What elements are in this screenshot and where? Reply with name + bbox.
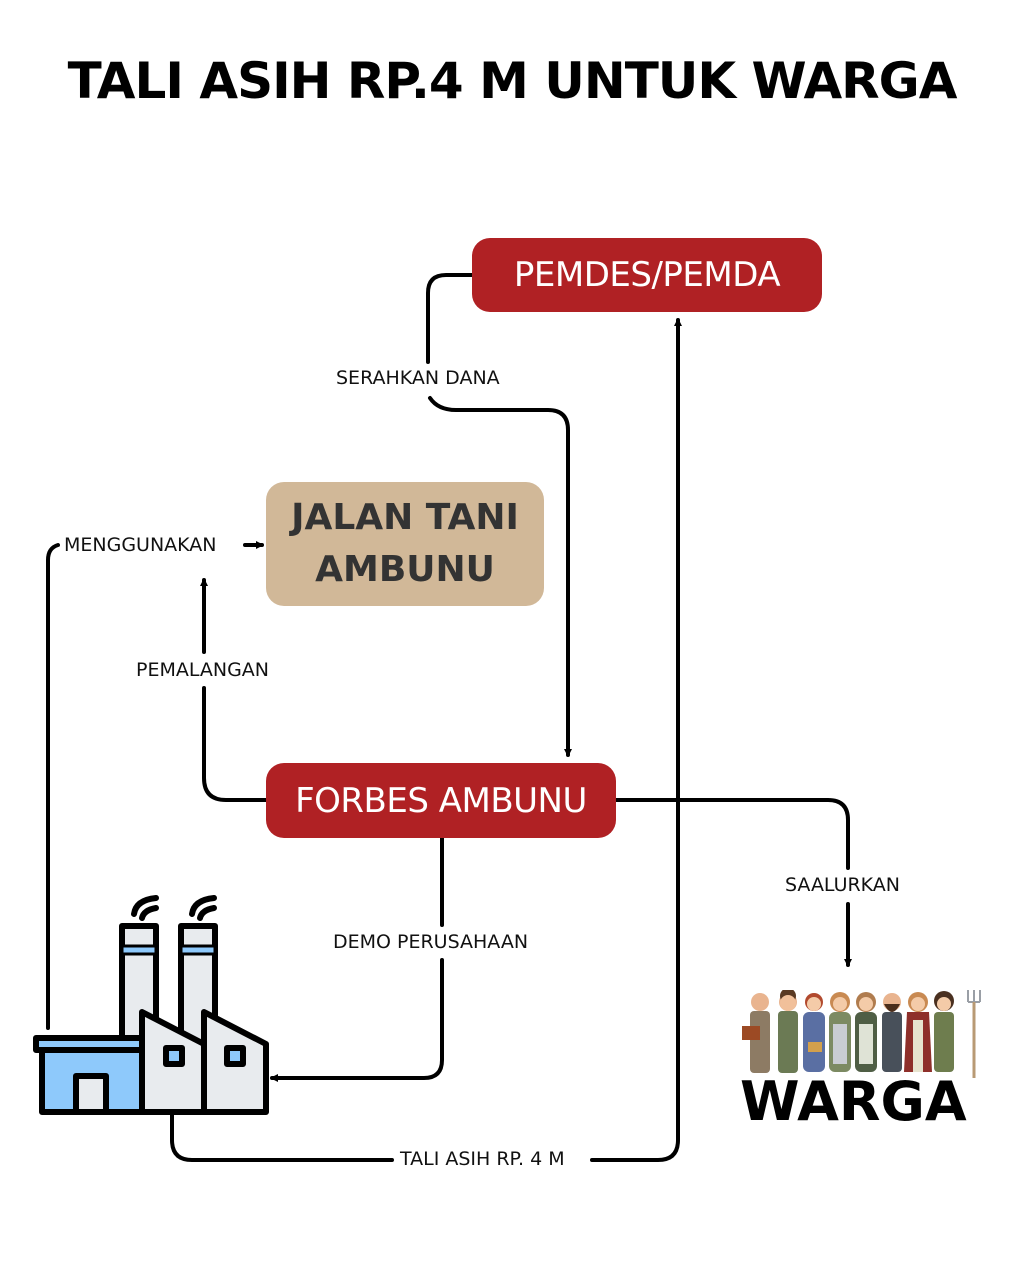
edge-menggunakan <box>46 543 60 1030</box>
villager-figures <box>742 990 981 1078</box>
edge-label-pemalangan: PEMALANGAN <box>132 659 274 681</box>
node-jalan-tani-label-2: AMBUNU <box>315 549 495 590</box>
node-forbes-label: FORBES AMBUNU <box>295 780 587 821</box>
node-warga-label: WARGA <box>740 1070 967 1133</box>
diagram-title: TALI ASIH RP.4 M UNTUK WARGA <box>67 52 958 110</box>
edge-pemalangan <box>204 580 270 802</box>
edge-label-demo-perusahaan: DEMO PERUSAHAAN <box>329 931 533 953</box>
edge-label-tali-asih: TALI ASIH RP. 4 M <box>396 1148 569 1170</box>
edge-serahkan-dana <box>426 273 568 755</box>
edge-demo-perusahaan <box>272 836 444 1078</box>
edge-tali-asih <box>170 320 678 1162</box>
node-jalan-tani-label-1: JALAN TANI <box>291 497 519 538</box>
edge-label-serahkan-dana: SERAHKAN DANA <box>332 367 504 389</box>
node-jalan-tani-ambunu[interactable]: JALAN TANI AMBUNU <box>266 482 544 606</box>
node-forbes-ambunu[interactable]: FORBES AMBUNU <box>266 763 616 838</box>
villagers-illustration <box>742 990 981 1078</box>
edge-saalurkan <box>614 798 848 965</box>
node-pemdes-label: PEMDES/PEMDA <box>513 255 781 295</box>
edge-label-menggunakan: MENGGUNAKAN <box>60 534 221 556</box>
edge-label-saalurkan: SAALURKAN <box>781 874 905 896</box>
factory-icon[interactable] <box>26 888 276 1116</box>
node-pemdes-pemda[interactable]: PEMDES/PEMDA <box>472 238 822 312</box>
